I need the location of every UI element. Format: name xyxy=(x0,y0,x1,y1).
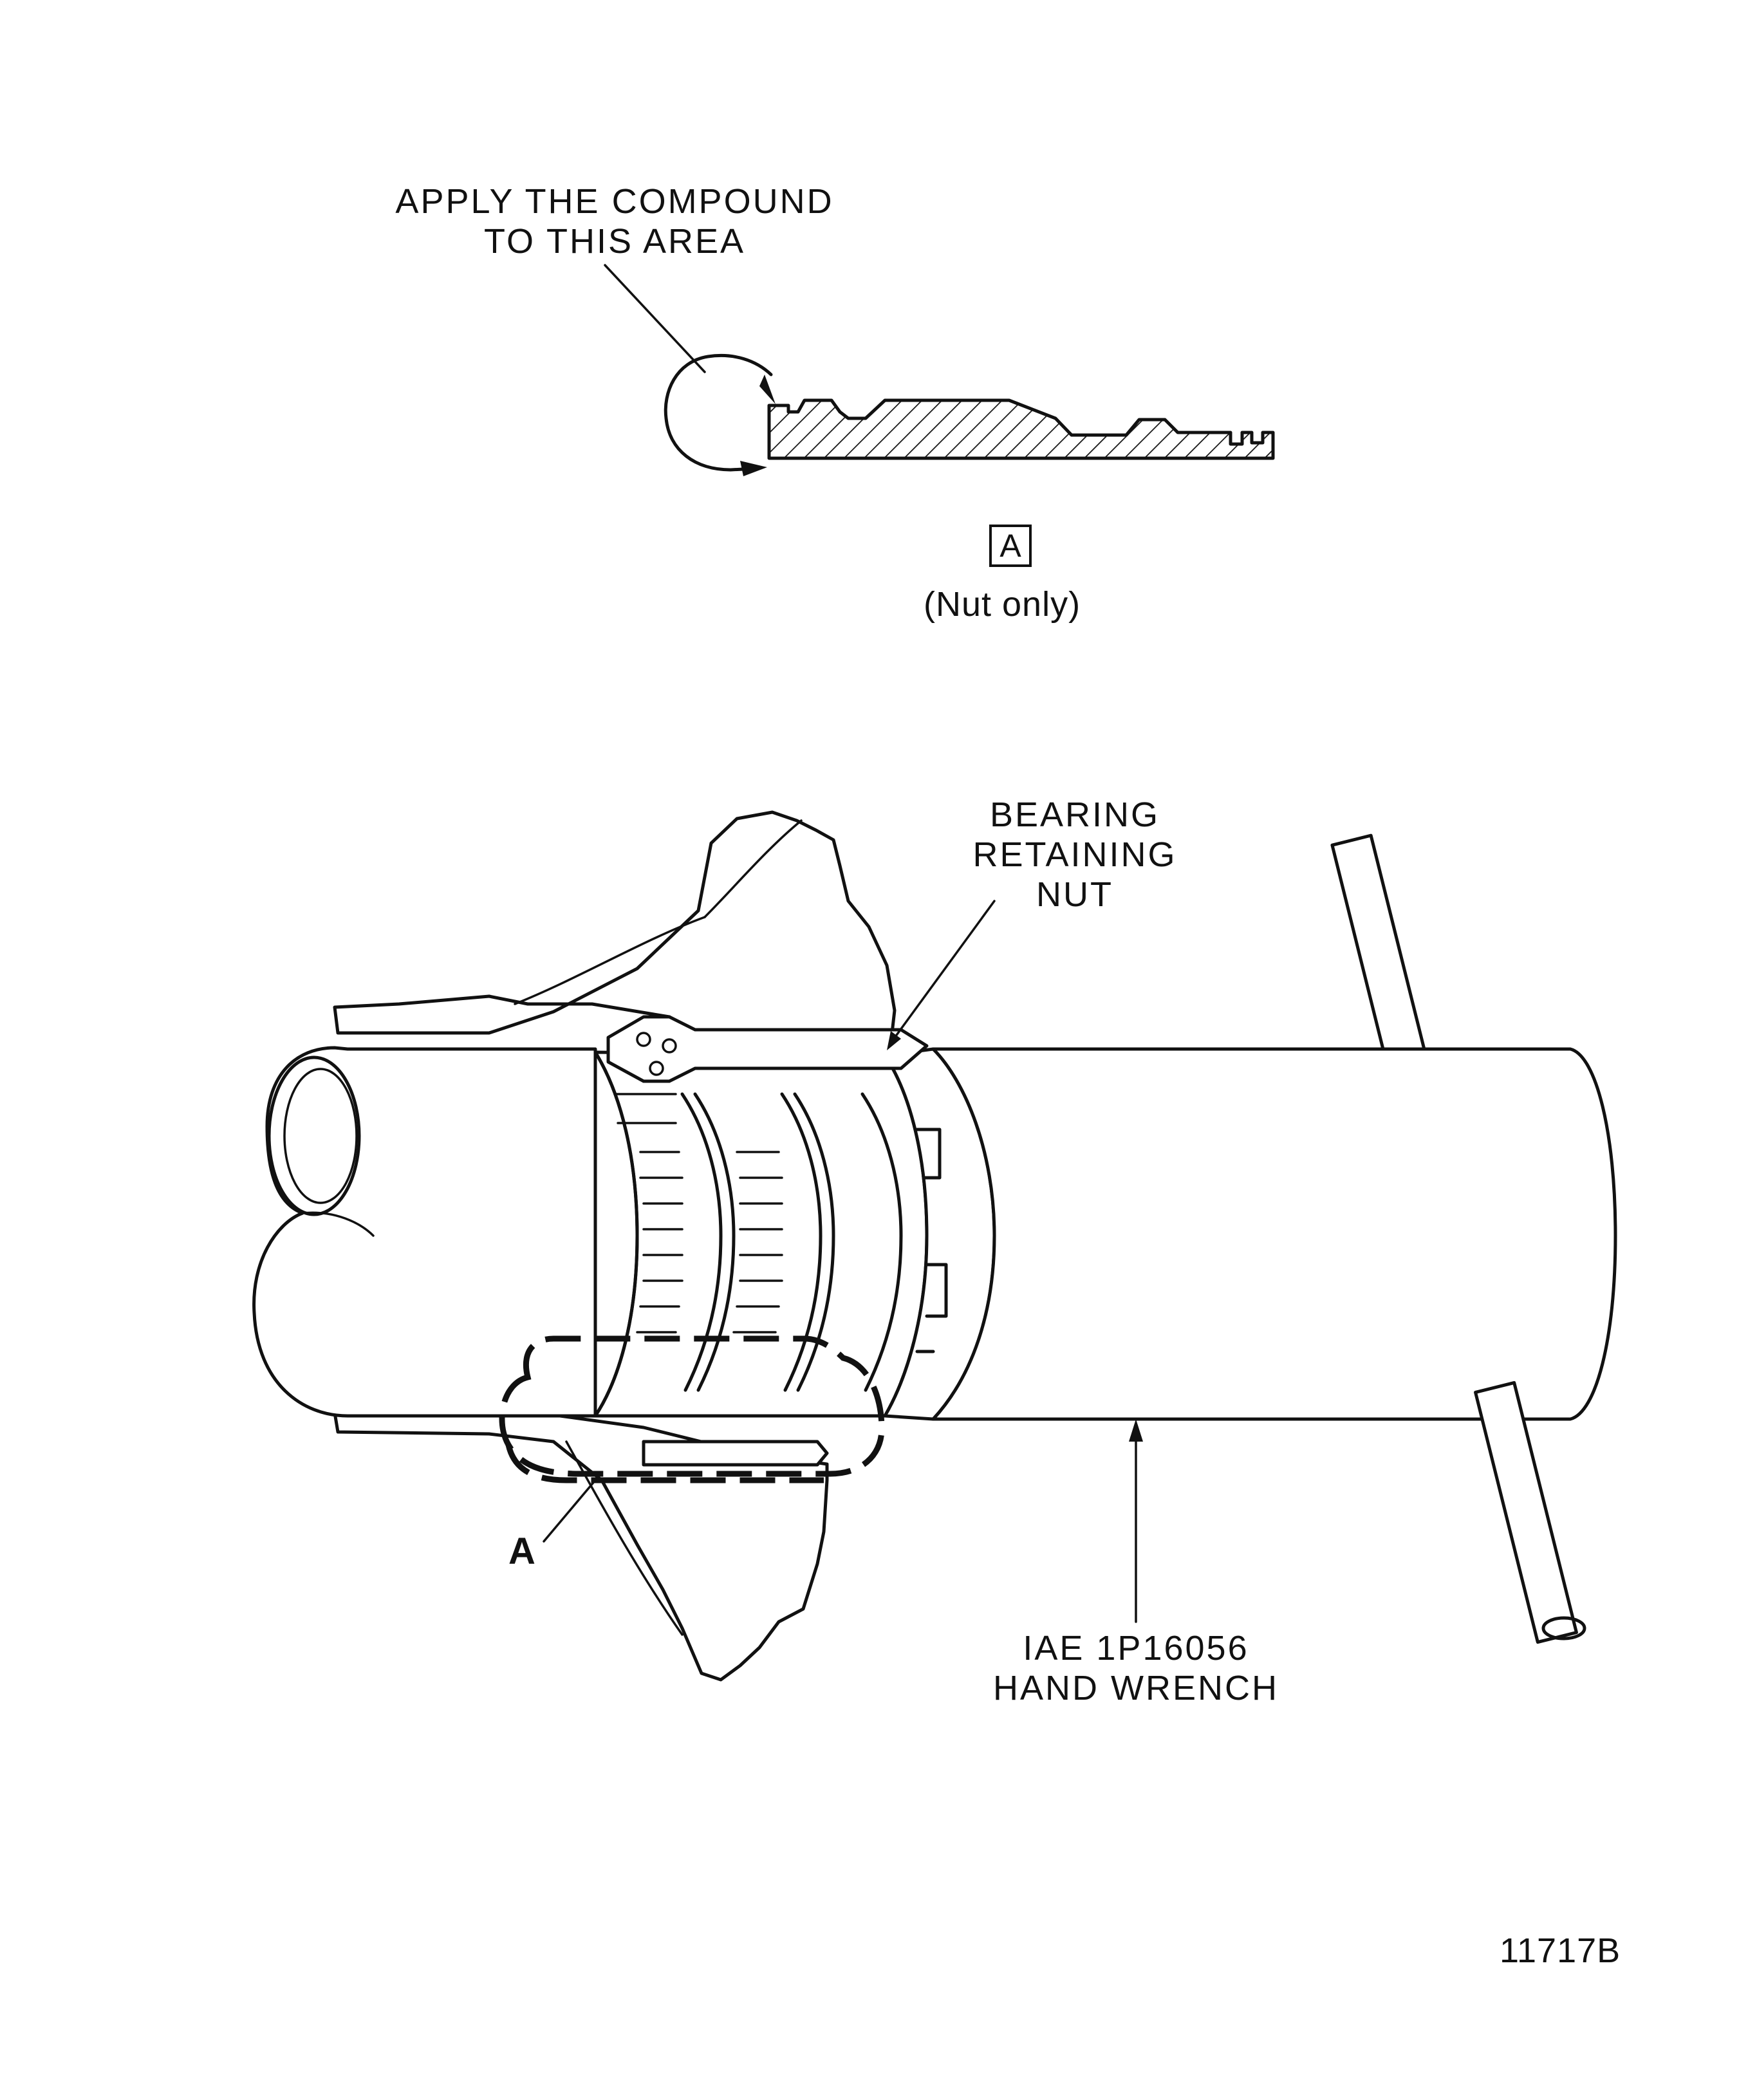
nut-cross-section-detail xyxy=(604,264,1275,476)
detail-a-dashed-outline xyxy=(499,1335,885,1477)
cage-ring-2b xyxy=(793,1092,835,1392)
compound-leader-line xyxy=(604,264,706,373)
nut-slot-1 xyxy=(915,1128,942,1180)
wrench-body xyxy=(931,1047,1617,1421)
compound-callout-line1: APPLY THE COMPOUND xyxy=(395,182,834,221)
cage-ring-1 xyxy=(680,1092,723,1392)
nut-label: BEARING RETAINING NUT xyxy=(946,795,1204,915)
view-a-marker: A xyxy=(508,1530,537,1572)
hand-wrench xyxy=(931,833,1617,1644)
nut-label-line3: NUT xyxy=(1036,875,1113,914)
bearing-assembly xyxy=(252,810,996,1682)
compound-area-outline xyxy=(664,353,773,472)
lower-lug xyxy=(642,1440,829,1467)
figure-number: 11717B xyxy=(1500,1931,1621,1970)
wrench-label: IAE 1P16056 HAND WRENCH xyxy=(969,1628,1303,1708)
detail-a-dashed-lower xyxy=(505,1444,824,1483)
roller-ticks xyxy=(613,1093,783,1333)
wrench-label-line1: IAE 1P16056 xyxy=(1023,1629,1249,1668)
view-a-leader-line xyxy=(543,1479,597,1543)
upper-lock-plate xyxy=(606,1015,929,1083)
shaft-bore-end xyxy=(267,1055,361,1216)
wrench-tommy-bar-upper xyxy=(1330,833,1432,1084)
shaft-lower-lobe xyxy=(301,1211,375,1237)
nut-leader-arrow xyxy=(887,1031,901,1050)
shaft-outline xyxy=(252,1046,597,1418)
nut-slot-2 xyxy=(925,1263,948,1318)
wrench-leader-arrow xyxy=(1129,1419,1143,1442)
cage-ring-3 xyxy=(860,1092,903,1392)
nut-section-profile xyxy=(767,398,1275,460)
housing-lower-inner-edge xyxy=(565,1440,683,1636)
cage-ring-2 xyxy=(780,1092,823,1392)
housing-upper-fillet xyxy=(514,916,706,1005)
compound-callout-line2: TO THIS AREA xyxy=(483,222,746,261)
compound-arrow-bottom xyxy=(740,461,767,476)
compound-arrow-top xyxy=(759,375,776,404)
shaft-bore-inner xyxy=(283,1068,358,1204)
housing-upper-inner-edge xyxy=(703,819,803,918)
nut-label-line1: BEARING xyxy=(989,795,1160,834)
view-a-note: (Nut only) xyxy=(924,585,1081,624)
wrench-tommy-bar-lower xyxy=(1474,1380,1578,1644)
wrench-label-line2: HAND WRENCH xyxy=(993,1669,1279,1707)
nut-leader-line xyxy=(889,900,996,1045)
view-a-box: A xyxy=(989,525,1032,567)
bearing-cage-face xyxy=(593,1050,639,1418)
lock-plate-screw-2 xyxy=(662,1038,677,1054)
lock-plate-screw-1 xyxy=(636,1032,651,1047)
lock-plate-screw-3 xyxy=(649,1061,664,1076)
nut-label-line2: RETAINING xyxy=(972,835,1177,874)
compound-callout: APPLY THE COMPOUND TO THIS AREA xyxy=(383,181,846,261)
cage-ring-1b xyxy=(693,1092,736,1392)
wrench-bar-end xyxy=(1541,1616,1586,1640)
housing-upper-flange xyxy=(333,810,897,1073)
